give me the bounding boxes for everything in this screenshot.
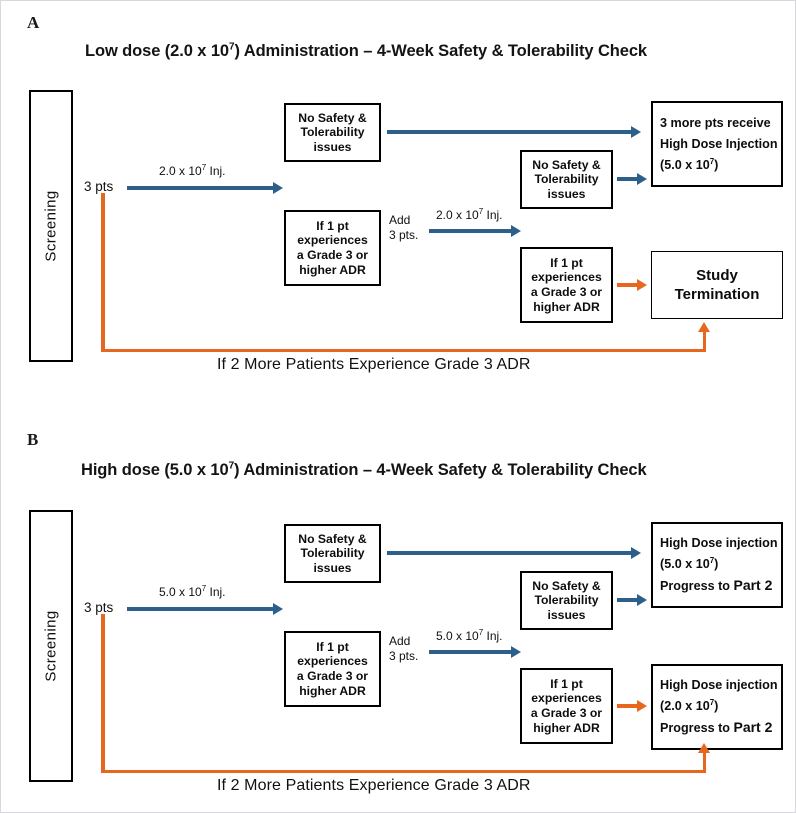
inject-label-a2-prefix: 2.0 x 10 (436, 208, 479, 222)
panel-a-title-suffix: ) Administration – 4-Week Safety & Toler… (234, 42, 647, 60)
node-a-adr-low[interactable]: If 1 pt experiences a Grade 3 or higher … (520, 247, 613, 323)
panel-a-title-sup: 7 (229, 41, 235, 53)
start-label-b: 3 pts (84, 600, 114, 615)
add-pts-a-line2: 3 pts. (389, 228, 419, 242)
inject-label-b1-suffix: Inj. (206, 585, 226, 599)
node-a-study-termination[interactable]: Study Termination (651, 251, 783, 319)
inject-label-a1-sup: 7 (201, 163, 207, 172)
screening-box-a[interactable]: Screening (29, 90, 73, 362)
screening-label-b: Screening (42, 610, 60, 682)
bottom-note-a: If 2 More Patients Experience Grade 3 AD… (217, 356, 531, 373)
node-b-outcome-top-progress: Progress to Part 2 (660, 577, 773, 593)
node-b-outcome-bottom-progress: Progress to Part 2 (660, 719, 773, 735)
node-a-adr-mid[interactable]: If 1 pt experiences a Grade 3 or higher … (284, 210, 381, 286)
node-b-adr-mid[interactable]: If 1 pt experiences a Grade 3 or higher … (284, 631, 381, 707)
inject-label-b2-suffix: Inj. (483, 629, 503, 643)
panel-a-title: Low dose (2.0 x 107) Administration – 4-… (85, 42, 647, 61)
node-b-no-safety-top[interactable]: No Safety & Tolerability issues (284, 524, 381, 583)
inject-label-a2-sup: 7 (478, 207, 484, 216)
node-b-outcome-bottom-dose: (2.0 x 107) (660, 697, 719, 713)
add-pts-b-line2: 3 pts. (389, 649, 419, 663)
inject-label-a1-prefix: 2.0 x 10 (159, 164, 202, 178)
node-b-outcome-bottom[interactable]: High Dose injection (2.0 x 107) Progress… (651, 664, 783, 750)
inject-label-b2: 5.0 x 107 Inj. (436, 628, 503, 644)
inject-label-b1: 5.0 x 107 Inj. (159, 584, 226, 600)
inject-label-a1-suffix: Inj. (206, 164, 226, 178)
panel-b: B High dose (5.0 x 107) Administration –… (1, 409, 795, 812)
node-a-no-safety-top[interactable]: No Safety & Tolerability issues (284, 103, 381, 162)
inject-label-b1-sup: 7 (201, 584, 207, 593)
panel-a: A Low dose (2.0 x 107) Administration – … (1, 1, 795, 401)
panel-b-letter: B (27, 430, 39, 449)
inject-label-a2-suffix: Inj. (483, 208, 503, 222)
node-b-no-safety-mid[interactable]: No Safety & Tolerability issues (520, 571, 613, 630)
add-pts-a-line1: Add (389, 213, 411, 227)
node-a-no-safety-mid[interactable]: No Safety & Tolerability issues (520, 150, 613, 209)
inject-label-a1: 2.0 x 107 Inj. (159, 163, 226, 179)
inject-label-a2: 2.0 x 107 Inj. (436, 207, 503, 223)
inject-label-b1-prefix: 5.0 x 10 (159, 585, 202, 599)
bottom-note-b: If 2 More Patients Experience Grade 3 AD… (217, 777, 531, 794)
panel-b-title-sup: 7 (228, 460, 235, 472)
panel-b-title-prefix: High dose (5.0 x 10 (81, 461, 229, 479)
node-b-adr-low[interactable]: If 1 pt experiences a Grade 3 or higher … (520, 668, 613, 744)
add-pts-b: Add 3 pts. (389, 634, 418, 664)
add-pts-b-line1: Add (389, 634, 411, 648)
inject-label-b2-sup: 7 (478, 628, 484, 637)
add-pts-a: Add 3 pts. (389, 213, 418, 243)
start-label-a: 3 pts (84, 179, 114, 194)
node-a-outcome-top[interactable]: 3 more pts receive High Dose Injection (… (651, 101, 783, 187)
node-b-outcome-top-dose: (5.0 x 107) (660, 555, 719, 571)
panel-b-title: High dose (5.0 x 107) Administration – 4… (81, 461, 647, 480)
panel-b-title-suffix: ) Administration – 4-Week Safety & Toler… (234, 461, 647, 479)
node-a-outcome-top-dose: (5.0 x 107) (660, 156, 719, 172)
screening-box-b[interactable]: Screening (29, 510, 73, 782)
screening-label-a: Screening (42, 190, 60, 262)
inject-label-b2-prefix: 5.0 x 10 (436, 629, 479, 643)
panel-a-title-prefix: Low dose (2.0 x 10 (85, 42, 230, 60)
node-b-outcome-top[interactable]: High Dose injection (5.0 x 107) Progress… (651, 522, 783, 608)
panel-a-letter: A (27, 13, 40, 32)
